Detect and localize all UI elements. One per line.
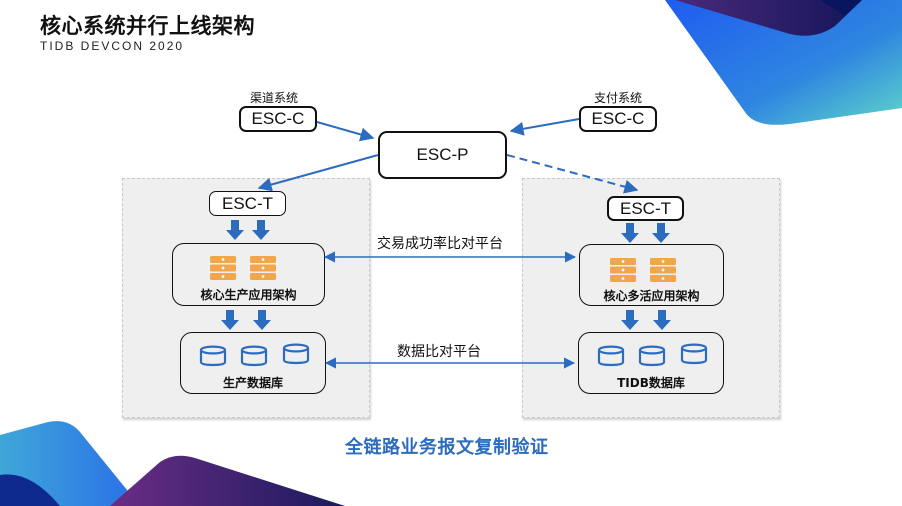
- app-compare-label: 交易成功率比对平台: [377, 236, 503, 252]
- right-db-group-label: TIDB数据库: [617, 376, 685, 390]
- database-icon: [240, 345, 268, 367]
- database-icon: [638, 345, 666, 367]
- server-icon: [250, 256, 276, 280]
- server-icon: [650, 258, 676, 282]
- deco-shape-bottom-left-purple: [110, 455, 345, 506]
- database-icon: [680, 343, 708, 365]
- server-icon: [610, 258, 636, 282]
- database-icon: [282, 343, 310, 365]
- source-caption-channel: 渠道系统: [250, 91, 299, 105]
- hub-box-esc-p[interactable]: ESC-P: [378, 131, 507, 179]
- page-subtitle: TIDB DEVCON 2020: [40, 39, 185, 53]
- source-box-payment[interactable]: ESC-C: [579, 106, 657, 132]
- database-icon: [199, 345, 227, 367]
- right-app-group[interactable]: 核心多活应用架构: [579, 244, 724, 306]
- source-box-channel[interactable]: ESC-C: [239, 106, 317, 132]
- deco-shape-bottom-left-navy: [0, 474, 60, 506]
- server-icon: [210, 256, 236, 280]
- deco-shape-top-right-navy: [820, 0, 862, 16]
- source-caption-payment: 支付系统: [594, 91, 643, 105]
- database-icon: [597, 345, 625, 367]
- left-gateway-esc-t[interactable]: ESC-T: [209, 191, 286, 216]
- data-compare-label: 数据比对平台: [397, 344, 481, 360]
- right-db-group[interactable]: TIDB数据库: [578, 332, 724, 394]
- left-db-group-label: 生产数据库: [222, 376, 283, 390]
- left-db-group[interactable]: 生产数据库: [180, 332, 326, 394]
- right-gateway-esc-t[interactable]: ESC-T: [607, 196, 684, 221]
- left-app-group[interactable]: 核心生产应用架构: [172, 243, 325, 306]
- page-title: 核心系统并行上线架构: [40, 14, 255, 38]
- footer-caption: 全链路业务报文复制验证: [345, 437, 549, 458]
- right-app-group-label: 核心多活应用架构: [603, 289, 700, 303]
- left-app-group-label: 核心生产应用架构: [200, 288, 297, 302]
- deco-shape-top-right-purple: [675, 0, 862, 36]
- deco-shape-top-right-blue: [665, 0, 902, 125]
